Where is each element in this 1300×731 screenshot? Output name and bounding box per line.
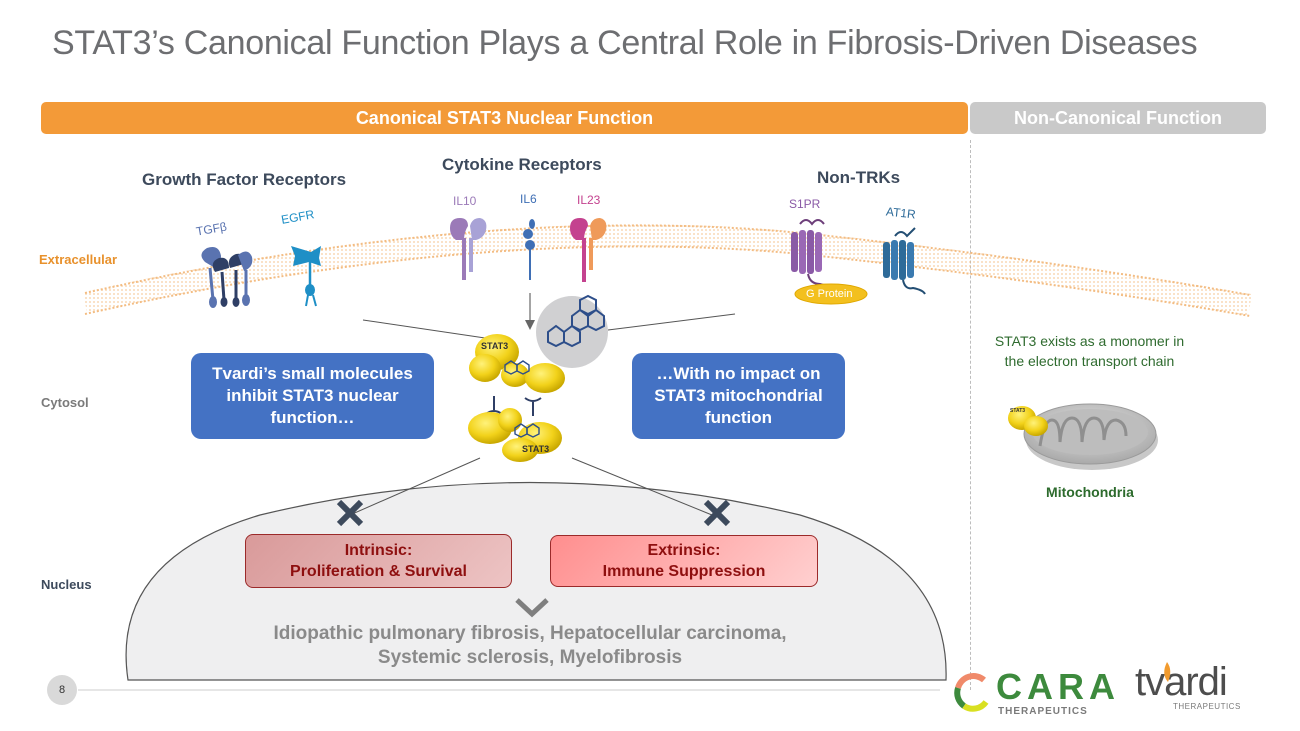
page-number-text: 8 (58, 684, 66, 696)
receptor-label-at1r: AT1R (885, 204, 917, 222)
stat3-label-top: STAT3 (481, 341, 508, 351)
callout-right-text: …With no impact on STAT3 mitochondrial f… (654, 364, 823, 427)
tvardi-therapeutics-logo: tvardi THERAPEUTICS (1135, 660, 1265, 712)
outcome-intrinsic-body: Proliferation & Survival (290, 563, 467, 580)
il23-receptor-icon (570, 218, 607, 282)
mitochondria-label: Mitochondria (1046, 484, 1134, 500)
tvardi-subtitle: THERAPEUTICS (1173, 702, 1241, 711)
connector-lines (349, 313, 736, 516)
page-number: 8 (47, 675, 77, 705)
zone-label-extracellular: Extracellular (39, 252, 118, 267)
zone-label-cytosol: Cytosol (41, 395, 89, 410)
tgfb-receptor-icon (201, 247, 253, 308)
nucleus-shape (125, 481, 947, 681)
non-trks-title: Non-TRKs (817, 168, 901, 187)
canonical-band-label: Canonical STAT3 Nuclear Function (355, 107, 654, 128)
cytokine-receptors-title: Cytokine Receptors (442, 155, 602, 174)
g-protein-label: G Protein (806, 288, 853, 300)
mitochondria-description: STAT3 exists as a monomer in the electro… (994, 333, 1185, 369)
stat3-dimer-icon (468, 334, 565, 462)
s1pr-receptor-icon (791, 219, 831, 289)
tvardi-wordmark: tvardi (1135, 660, 1228, 704)
il10-receptor-icon (450, 218, 487, 280)
callout-left-text: Tvardi’s small molecules inhibit STAT3 n… (212, 364, 413, 427)
receptor-label-il10: IL10 (453, 194, 477, 208)
egfr-receptor-icon (291, 246, 321, 307)
tvardi-flame-icon (1164, 662, 1171, 682)
outcome-extrinsic-box: Extrinsic: Immune Suppression (550, 535, 818, 587)
growth-factor-receptors-title: Growth Factor Receptors (142, 170, 347, 189)
non-canonical-band-label: Non-Canonical Function (1014, 107, 1222, 128)
slide-title: STAT3’s Canonical Function Plays a Centr… (52, 24, 1198, 62)
receptor-label-il6: IL6 (520, 192, 537, 206)
outcome-extrinsic-body: Immune Suppression (602, 563, 766, 580)
blocked-x-icon (336, 499, 364, 527)
il6-receptor-icon (523, 219, 535, 280)
blocked-x-icon (703, 499, 731, 527)
outcome-intrinsic-heading: Intrinsic: (344, 542, 413, 559)
callout-no-mitochondrial-impact: …With no impact on STAT3 mitochondrial f… (632, 353, 845, 439)
mitochondria-icon (1008, 403, 1158, 470)
outcome-extrinsic-heading: Extrinsic: (647, 542, 721, 559)
receptor-label-il23: IL23 (577, 193, 601, 207)
cara-therapeutics-logo: CARA THERAPEUTICS (950, 668, 1120, 720)
receptor-label-s1pr: S1PR (789, 197, 821, 211)
callout-inhibit-nuclear-function: Tvardi’s small molecules inhibit STAT3 n… (191, 353, 434, 439)
cara-c-mark-icon (954, 673, 989, 712)
stat3-mito-label: STAT3 (1010, 408, 1025, 414)
zone-label-nucleus: Nucleus (41, 577, 92, 592)
canonical-function-band: Canonical STAT3 Nuclear Function (41, 102, 968, 134)
footer-divider (78, 689, 940, 691)
chevron-down-icon (515, 598, 549, 618)
stat3-label-bottom: STAT3 (522, 444, 549, 454)
small-molecule-inset (536, 294, 608, 368)
g-protein-icon (794, 283, 868, 305)
at1r-receptor-icon (883, 227, 926, 295)
outcome-intrinsic-box: Intrinsic: Proliferation & Survival (245, 534, 512, 588)
cell-membrane (82, 224, 1252, 317)
section-divider (970, 140, 971, 690)
disease-list: Idiopathic pulmonary fibrosis, Hepatocel… (273, 623, 787, 668)
cara-wordmark: CARA (996, 666, 1120, 707)
il6-arrow (525, 293, 535, 330)
cara-subtitle: THERAPEUTICS (998, 706, 1088, 717)
non-canonical-function-band: Non-Canonical Function (970, 102, 1266, 134)
